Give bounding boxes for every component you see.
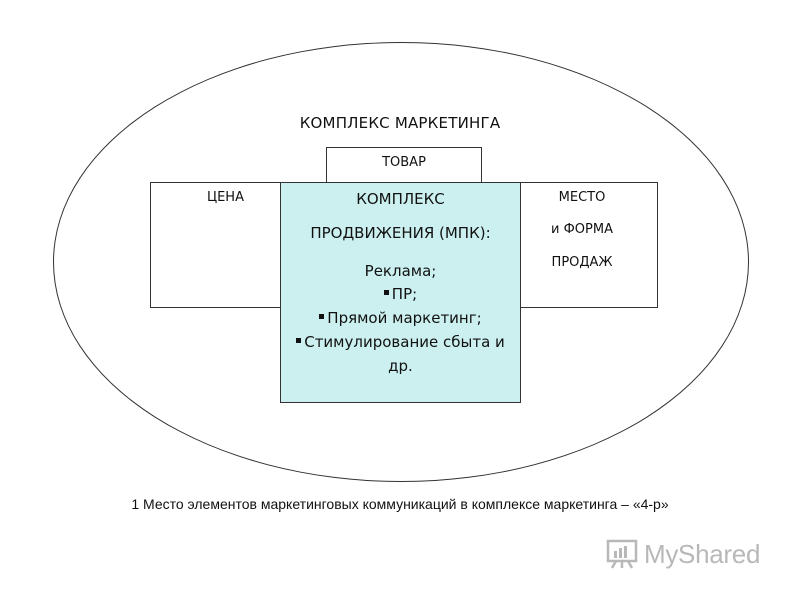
promotion-item-other: др. — [388, 357, 413, 375]
promotion-heading-line1: КОМПЛЕКС — [356, 190, 445, 208]
myshared-logo-text: MyShared — [644, 538, 761, 569]
myshared-logo-icon — [606, 539, 638, 569]
product-label: ТОВАР — [382, 155, 426, 170]
bullet-icon — [319, 314, 325, 319]
bullet-icon — [296, 338, 302, 343]
bullet-icon — [383, 290, 389, 295]
marketing-mix-ellipse — [53, 42, 749, 482]
place-label-line2: и ФОРМА — [551, 222, 613, 237]
figure-caption: 1 Место элементов маркетинговых коммуник… — [131, 496, 669, 512]
promotion-item-sales-promotion: Стимулирование сбыта и — [281, 333, 520, 351]
price-label: ЦЕНА — [207, 190, 244, 205]
place-label-line1: МЕСТО — [558, 190, 606, 205]
diagram-title: КОМПЛЕКС МАРКЕТИНГА — [299, 114, 501, 132]
place-box: МЕСТО и ФОРМА ПРОДАЖ — [516, 182, 658, 308]
promotion-item-advertising: Реклама; — [364, 262, 437, 280]
promotion-heading-line2: ПРОДВИЖЕНИЯ (МПК): — [310, 224, 491, 242]
promotion-mix-box: КОМПЛЕКС ПРОДВИЖЕНИЯ (МПК): Реклама; ПР;… — [280, 182, 521, 403]
myshared-watermark: MyShared — [606, 536, 760, 572]
product-box: ТОВАР — [326, 147, 482, 187]
place-label-line3: ПРОДАЖ — [551, 255, 613, 270]
price-box: ЦЕНА — [150, 182, 286, 308]
promotion-item-pr: ПР; — [281, 285, 520, 303]
promotion-item-direct-marketing: Прямой маркетинг; — [281, 309, 520, 327]
